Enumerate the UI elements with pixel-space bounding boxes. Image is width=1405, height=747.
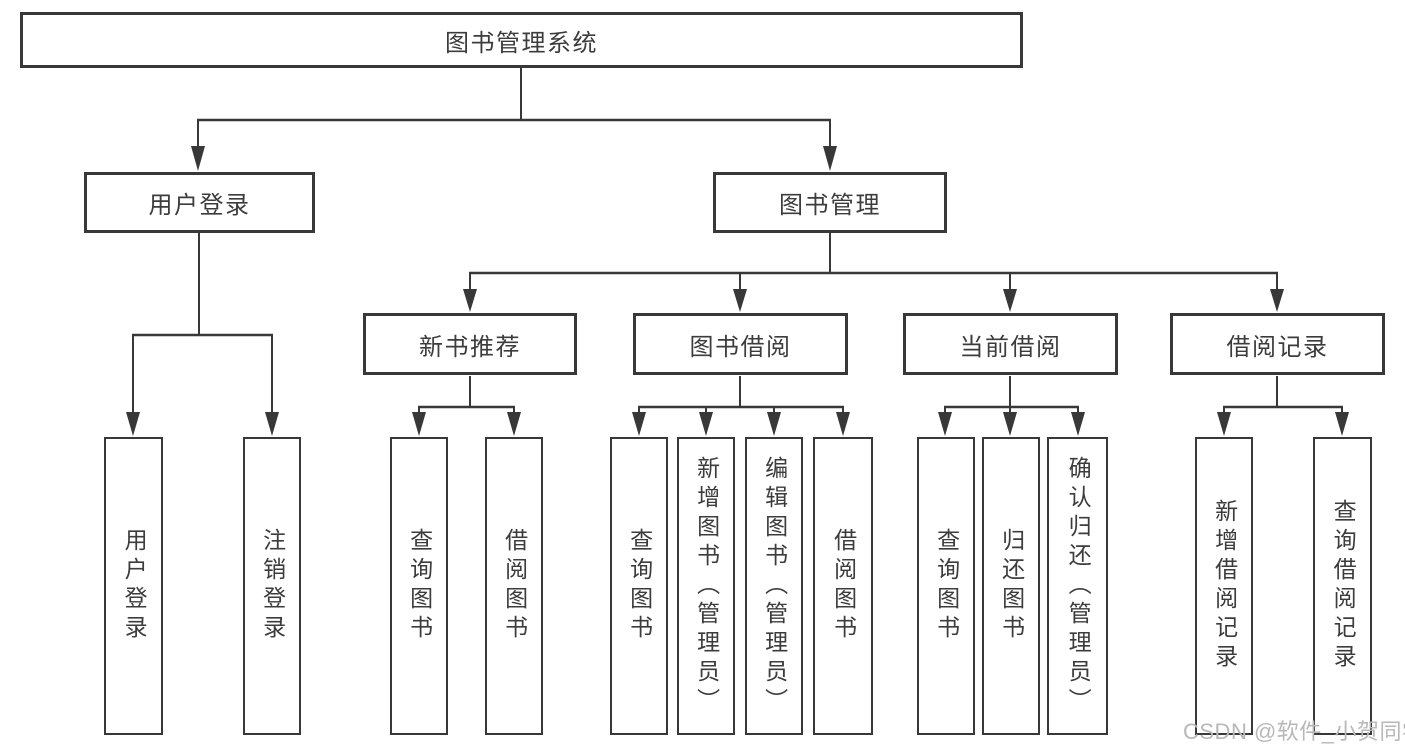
connector-user-login-to-leaves (126, 233, 279, 436)
leaf-user-login: 用户登录 (104, 437, 163, 735)
leaf-query-books-recommend: 查询图书 (390, 437, 448, 735)
connector-book-mgmt-to-level3 (463, 233, 1284, 312)
leaf-add-books-admin: 新增图书（管理员） (677, 437, 735, 735)
leaf-borrow-books: 借阅图书 (813, 437, 873, 735)
node-borrowing-records: 借阅记录 (1170, 313, 1385, 375)
node-book-borrowing: 图书借阅 (633, 313, 848, 375)
leaf-query-books-borrow: 查询图书 (610, 437, 668, 735)
connector-current-borrow-to-leaves (938, 376, 1085, 436)
node-new-book-recommend: 新书推荐 (363, 313, 577, 375)
leaf-add-borrow-record: 新增借阅记录 (1195, 437, 1253, 735)
leaf-return-books: 归还图书 (982, 437, 1040, 735)
leaf-confirm-return-admin: 确认归还（管理员） (1047, 437, 1108, 735)
leaf-query-books-current: 查询图书 (917, 437, 975, 735)
leaf-borrow-books-recommend: 借阅图书 (485, 437, 543, 735)
leaf-edit-books-admin: 编辑图书（管理员） (745, 437, 803, 735)
node-user-login: 用户登录 (84, 172, 315, 233)
connector-new-books-to-leaves (412, 376, 521, 436)
connector-root-to-level2 (191, 68, 837, 171)
node-current-borrowing: 当前借阅 (903, 313, 1118, 375)
node-root: 图书管理系统 (20, 12, 1023, 68)
connector-borrow-records-to-leaves (1217, 376, 1349, 436)
connector-book-borrow-to-leaves (632, 376, 850, 436)
csdn-watermark: CSDN @软件_小贺同学 (1183, 719, 1405, 744)
leaf-logout: 注销登录 (243, 437, 301, 735)
leaf-query-borrow-record: 查询借阅记录 (1313, 437, 1372, 735)
node-book-management: 图书管理 (713, 172, 947, 233)
